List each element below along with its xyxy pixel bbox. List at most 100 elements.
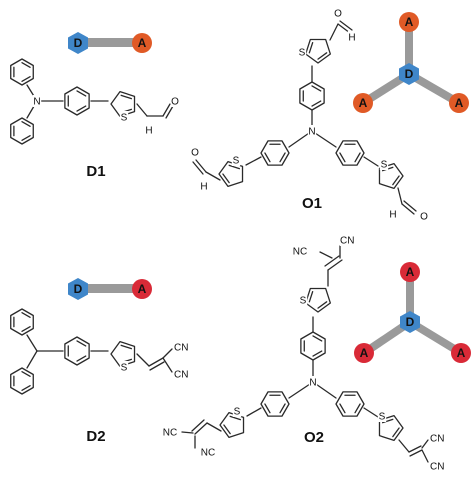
ring-double-bond [339, 403, 346, 414]
ring-double-bond [223, 424, 231, 435]
atom-label-background [430, 432, 445, 444]
schematic-o1-donor-label: D [405, 67, 414, 81]
schematic-o2-acceptor-top [400, 262, 420, 282]
atom-cn: CN [430, 462, 444, 473]
atom-cn: CN [174, 343, 188, 354]
ring-double-bond [76, 90, 87, 97]
ring-double-bond [317, 301, 328, 309]
label-o2: O2 [304, 429, 324, 446]
bond-co [195, 159, 207, 173]
d2-phenylene [64, 336, 90, 366]
ring-double-bond [311, 85, 322, 92]
schematic-o2-donor-node [400, 311, 420, 333]
atom-s: S [234, 407, 241, 418]
ring-double-bond [264, 403, 271, 414]
ring-double-bond [120, 94, 133, 100]
atom-label-background [144, 124, 154, 136]
schematic-d1-donor-label: D [74, 36, 83, 50]
bond-vinyl [206, 422, 222, 432]
schematic-o1-acceptor-right-label: A [455, 96, 464, 110]
ring-double-bond [229, 415, 242, 421]
bond-thiophene-cho [136, 103, 148, 117]
schematic-d2-donor-node [68, 278, 88, 300]
atom-label-background [231, 154, 241, 166]
schematic-d1-connector [78, 38, 142, 47]
o2-phenylene-right [335, 391, 365, 417]
o1-phenylene-top [299, 81, 325, 111]
ring-double-bond [279, 403, 286, 414]
schematic-o2-acceptor-left [354, 343, 374, 363]
ring-double-bond [228, 164, 241, 170]
label-d1: D1 [86, 163, 105, 180]
o2-phenylene-left [260, 391, 290, 417]
bond-n-phenyl [26, 334, 38, 352]
atom-label-background [32, 95, 42, 107]
atom-s: S [121, 113, 128, 124]
ring-double-bond [21, 326, 31, 333]
ring-double-bond [21, 120, 31, 127]
bond-cho [205, 171, 221, 181]
atom-n: N [308, 127, 315, 138]
bond-vinyl-double-2 [324, 255, 340, 267]
bond-phenylene-thiophene [363, 156, 379, 167]
bond-vinyl-double [194, 422, 208, 435]
schematic-o1-acceptor-left-label: A [359, 96, 368, 110]
ring-double-bond [222, 173, 230, 184]
bond-co-double [192, 161, 204, 175]
atom-s: S [300, 296, 307, 307]
atom-label-background [430, 460, 445, 472]
schematic-o2-acceptor-right-label: A [457, 346, 466, 360]
d1-phenylene [64, 86, 90, 116]
schematic-d1-acceptor-label: A [138, 36, 147, 50]
schematic-o1-donor-node [399, 63, 419, 85]
atom-label-background [347, 31, 357, 43]
atom-label-background [308, 376, 318, 388]
bond-n-phenyl [26, 350, 38, 369]
ring-double-bond [264, 152, 271, 163]
bond-phenylene-thiophene [363, 407, 379, 418]
atom-h: H [145, 126, 152, 137]
atom-cn: CN [174, 370, 188, 381]
o1-thiophene-right [378, 162, 404, 190]
ring-double-bond [76, 105, 87, 112]
ring-double-bond [76, 355, 87, 362]
bond-phenylene-thiophene [245, 156, 262, 166]
ring-double-bond [392, 427, 400, 438]
aromatic-rings [10, 38, 404, 442]
atom-s: S [121, 363, 128, 374]
d1-phenyl-top [10, 58, 34, 86]
bond-co-double [403, 200, 417, 212]
bond-co-double [165, 105, 174, 119]
bond-vinyl-double [408, 445, 422, 453]
atom-s: S [233, 156, 240, 167]
schematic-o1: A A A D [353, 12, 469, 113]
atom-o: O [334, 9, 342, 20]
o1-thiophene-top [304, 38, 332, 64]
atom-o: O [171, 97, 179, 108]
bond-vinyl-double-2 [409, 449, 423, 457]
schematic-d1-donor-node [68, 32, 88, 54]
atom-label-background [190, 146, 200, 158]
atom-label-background [119, 361, 129, 373]
ring-double-bond [120, 344, 133, 350]
ring-double-bond [312, 350, 323, 357]
schematic-o1-acceptor-top-label: A [405, 15, 414, 29]
schematic-o1-acceptor-top [399, 12, 419, 32]
bond-co [162, 103, 171, 117]
atom-s: S [299, 48, 306, 59]
ring-double-bond [21, 385, 31, 392]
atom-label-background [333, 7, 343, 19]
atom-o: O [420, 212, 428, 223]
bond-vinyl-double-2 [191, 419, 205, 432]
o2-thiophene-top [304, 287, 332, 313]
schematic-d2-connector [78, 284, 142, 293]
ring-double-bond [392, 175, 400, 186]
ring-double-bond [308, 41, 314, 54]
schematic-d2-donor-label: D [74, 282, 83, 296]
bond-cn [162, 357, 173, 373]
bond-cho [329, 23, 339, 41]
o2-phenylene-top [300, 331, 326, 361]
ring-double-bond [21, 311, 31, 318]
